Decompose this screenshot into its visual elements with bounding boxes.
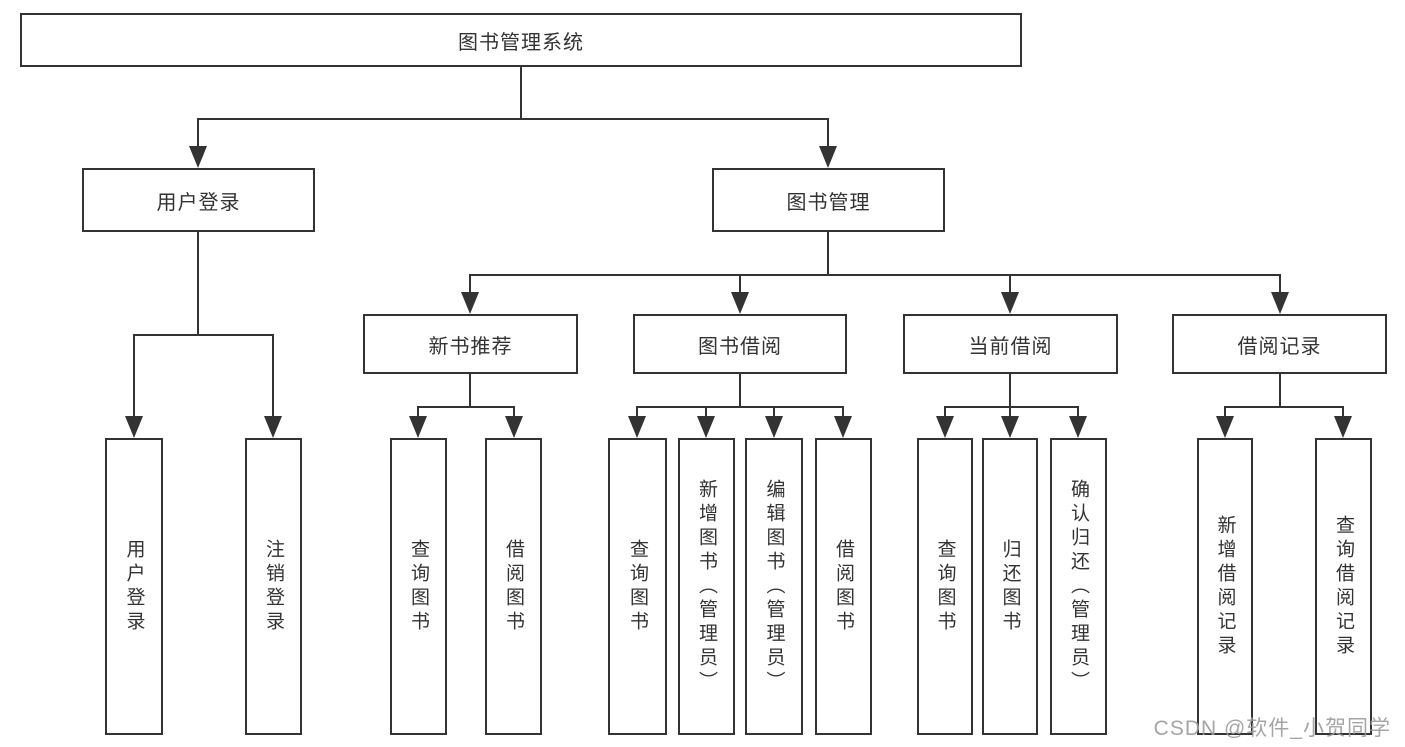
arrow-down-icon bbox=[1271, 292, 1289, 314]
node-user-login-label: 用户登录 bbox=[156, 191, 241, 214]
leaf-bb-add-books-admin: 新增图书（管理员） bbox=[678, 438, 735, 735]
node-root-label: 图书管理系统 bbox=[458, 31, 584, 54]
leaf-cb-confirm-return-admin-label: 确认归还（管理员） bbox=[1068, 478, 1089, 695]
leaf-cb-return-books-label: 归还图书 bbox=[999, 538, 1021, 635]
connector-line bbox=[469, 274, 1281, 276]
node-new-book-recommend-label: 新书推荐 bbox=[428, 335, 513, 358]
node-book-borrow: 图书借阅 bbox=[633, 314, 847, 374]
connector-line bbox=[739, 374, 741, 406]
connector-line bbox=[1009, 276, 1011, 292]
connector-line bbox=[1342, 408, 1344, 416]
leaf-rec-query-books: 查询图书 bbox=[390, 438, 447, 735]
leaf-rec-borrow-books: 借阅图书 bbox=[485, 438, 542, 735]
leaf-cb-query-books-label: 查询图书 bbox=[934, 538, 956, 635]
connector-line bbox=[197, 118, 829, 120]
leaf-bb-borrow-books: 借阅图书 bbox=[815, 438, 872, 735]
node-book-management-label: 图书管理 bbox=[786, 191, 871, 214]
leaf-bb-edit-books-admin: 编辑图书（管理员） bbox=[745, 438, 803, 735]
arrow-down-icon bbox=[731, 292, 749, 314]
leaf-bb-edit-books-admin-label: 编辑图书（管理员） bbox=[763, 478, 785, 695]
connector-line bbox=[1224, 408, 1226, 416]
connector-line bbox=[197, 120, 199, 146]
node-borrow-records: 借阅记录 bbox=[1172, 314, 1387, 374]
node-current-borrow-label: 当前借阅 bbox=[968, 335, 1053, 358]
leaf-bb-borrow-books-label: 借阅图书 bbox=[833, 538, 854, 635]
arrow-down-icon bbox=[628, 416, 646, 438]
arrow-down-icon bbox=[1001, 416, 1019, 438]
leaf-cb-return-books: 归还图书 bbox=[982, 438, 1038, 735]
connector-line bbox=[520, 67, 522, 118]
leaf-cb-confirm-return-admin: 确认归还（管理员） bbox=[1050, 438, 1107, 735]
connector-line bbox=[1224, 406, 1344, 408]
arrow-down-icon bbox=[409, 416, 427, 438]
arrow-down-icon bbox=[936, 416, 954, 438]
connector-line bbox=[197, 232, 199, 334]
node-root: 图书管理系统 bbox=[20, 13, 1022, 67]
leaf-logout-label: 注销登录 bbox=[263, 538, 284, 635]
arrow-down-icon bbox=[697, 416, 715, 438]
leaf-user-login-label: 用户登录 bbox=[123, 538, 145, 635]
connector-line bbox=[469, 374, 471, 406]
connector-line bbox=[636, 406, 844, 408]
connector-line bbox=[944, 406, 1079, 408]
connector-line bbox=[133, 334, 274, 336]
connector-line bbox=[513, 408, 515, 416]
connector-line bbox=[827, 120, 829, 146]
node-user-login: 用户登录 bbox=[82, 168, 315, 232]
leaf-rec-borrow-books-label: 借阅图书 bbox=[503, 538, 524, 635]
leaf-bb-query-books-label: 查询图书 bbox=[627, 538, 648, 635]
leaf-br-query-record-label: 查询借阅记录 bbox=[1333, 514, 1354, 659]
arrow-down-icon bbox=[1334, 416, 1352, 438]
leaf-bb-query-books: 查询图书 bbox=[608, 438, 667, 735]
connector-line bbox=[1279, 374, 1281, 406]
arrow-down-icon bbox=[1069, 416, 1087, 438]
connector-line bbox=[705, 408, 707, 416]
arrow-down-icon bbox=[505, 416, 523, 438]
connector-line bbox=[944, 408, 946, 416]
connector-line bbox=[417, 408, 419, 416]
arrow-down-icon bbox=[765, 416, 783, 438]
leaf-cb-query-books: 查询图书 bbox=[917, 438, 973, 735]
connector-line bbox=[133, 336, 135, 416]
node-borrow-records-label: 借阅记录 bbox=[1237, 335, 1322, 358]
arrow-down-icon bbox=[125, 416, 143, 438]
watermark: CSDN @软件_小贺同学 bbox=[1153, 717, 1391, 740]
connector-line bbox=[272, 336, 274, 416]
node-book-management: 图书管理 bbox=[712, 168, 945, 232]
connector-line bbox=[739, 276, 741, 292]
leaf-br-add-record: 新增借阅记录 bbox=[1197, 438, 1253, 735]
arrow-down-icon bbox=[264, 416, 282, 438]
arrow-down-icon bbox=[1216, 416, 1234, 438]
connector-line bbox=[1077, 408, 1079, 416]
leaf-rec-query-books-label: 查询图书 bbox=[408, 538, 429, 635]
leaf-bb-add-books-admin-label: 新增图书（管理员） bbox=[696, 478, 717, 695]
arrow-down-icon bbox=[834, 416, 852, 438]
arrow-down-icon bbox=[819, 146, 837, 168]
connector-line bbox=[1009, 374, 1011, 406]
leaf-user-login: 用户登录 bbox=[105, 438, 163, 735]
leaf-br-query-record: 查询借阅记录 bbox=[1315, 438, 1372, 735]
connector-line bbox=[827, 232, 829, 274]
node-new-book-recommend: 新书推荐 bbox=[363, 314, 578, 374]
arrow-down-icon bbox=[1001, 292, 1019, 314]
leaf-logout: 注销登录 bbox=[245, 438, 302, 735]
leaf-br-add-record-label: 新增借阅记录 bbox=[1214, 514, 1236, 659]
connector-line bbox=[773, 408, 775, 416]
connector-line bbox=[636, 408, 638, 416]
node-current-borrow: 当前借阅 bbox=[903, 314, 1118, 374]
arrow-down-icon bbox=[461, 292, 479, 314]
connector-line bbox=[1279, 276, 1281, 292]
node-book-borrow-label: 图书借阅 bbox=[698, 335, 782, 358]
arrow-down-icon bbox=[189, 146, 207, 168]
connector-line bbox=[417, 406, 515, 408]
connector-line bbox=[469, 276, 471, 292]
connector-line bbox=[842, 408, 844, 416]
connector-line bbox=[1009, 408, 1011, 416]
